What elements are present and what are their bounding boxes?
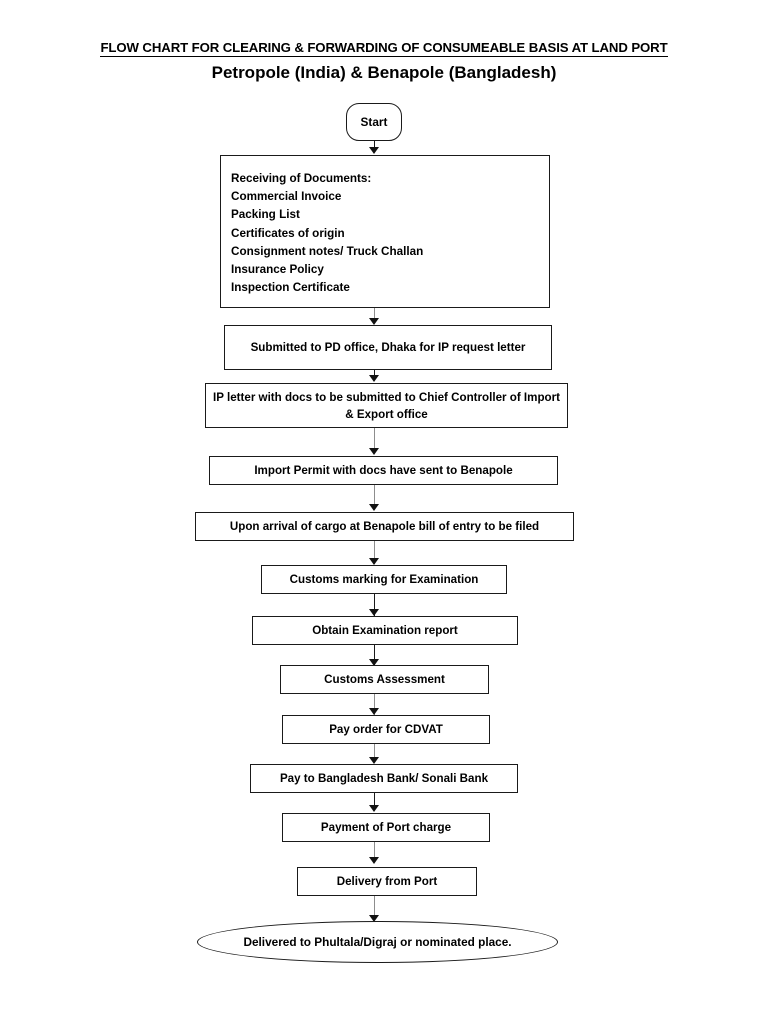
- flow-node-step-import-permit-benapole-label: Import Permit with docs have sent to Ben…: [254, 464, 513, 477]
- arrowhead-step-customs-assessment: [368, 659, 379, 666]
- flow-node-step-delivery-from-port[interactable]: Delivery from Port: [297, 867, 477, 896]
- flow-node-step-examination-report[interactable]: Obtain Examination report: [252, 616, 518, 645]
- flow-node-step-pay-bank[interactable]: Pay to Bangladesh Bank/ Sonali Bank: [250, 764, 518, 793]
- flow-node-step-customs-assessment[interactable]: Customs Assessment: [280, 665, 489, 694]
- flow-node-step-import-permit-benapole[interactable]: Import Permit with docs have sent to Ben…: [209, 456, 558, 485]
- flow-node-step-examination-report-label: Obtain Examination report: [312, 624, 458, 637]
- documents-item-3: Consignment notes/ Truck Challan: [231, 244, 424, 258]
- documents-item-2: Certificates of origin: [231, 226, 345, 240]
- arrowhead-documents-to-step-submitted-pd-office: [368, 318, 379, 325]
- flow-node-step-pay-order-cdvat[interactable]: Pay order for CDVAT: [282, 715, 490, 744]
- flow-node-start[interactable]: Start: [346, 103, 402, 141]
- documents-item-5: Inspection Certificate: [231, 281, 350, 295]
- connector-documents-to-step-submitted-pd-office: [373, 308, 375, 322]
- documents-item-1: Packing List: [231, 208, 300, 222]
- document-title-line2: Petropole (India) & Benapole (Bangladesh…: [211, 63, 557, 82]
- arrowhead-step-pay-bank: [368, 757, 379, 764]
- connector-step-delivery-from-port-to-end: [373, 896, 375, 920]
- documents-item-4: Insurance Policy: [231, 263, 324, 277]
- arrowhead-step-examination-report: [368, 609, 379, 616]
- flow-node-step-bill-of-entry[interactable]: Upon arrival of cargo at Benapole bill o…: [195, 512, 574, 541]
- connector-step-pay-order-cdvat-to-step-pay-bank: [373, 744, 375, 762]
- arrowhead-step-pay-order-cdvat: [368, 708, 379, 715]
- arrowhead-step-delivery-from-port: [368, 857, 379, 864]
- arrowhead-end: [368, 915, 379, 922]
- connector-step-ip-letter-chief-controller-to-step-import-permit-benapole: [373, 428, 375, 453]
- connector-step-submitted-pd-office-to-step-ip-letter-chief-controller: [373, 370, 375, 378]
- arrowhead-step-customs-marking: [368, 558, 379, 565]
- flow-node-step-bill-of-entry-label: Upon arrival of cargo at Benapole bill o…: [229, 520, 540, 533]
- flow-node-end-label: Delivered to Phultala/Digraj or nominate…: [243, 934, 512, 949]
- arrowhead-start-to-documents: [368, 147, 379, 154]
- flow-node-step-port-charge[interactable]: Payment of Port charge: [282, 813, 490, 842]
- flow-node-step-submitted-pd-office[interactable]: Submitted to PD office, Dhaka for IP req…: [224, 325, 552, 370]
- arrowhead-step-bill-of-entry: [368, 504, 379, 511]
- flow-node-step-ip-letter-chief-controller-label: IP letter with docs to be submitted to C…: [213, 390, 560, 421]
- connector-step-customs-assessment-to-step-pay-order-cdvat: [373, 694, 375, 715]
- arrowhead-step-port-charge: [368, 805, 379, 812]
- connector-step-customs-marking-to-step-examination-report: [373, 594, 375, 616]
- flow-node-step-ip-letter-chief-controller[interactable]: IP letter with docs to be submitted to C…: [205, 383, 568, 428]
- flow-node-step-customs-marking-label: Customs marking for Examination: [289, 573, 479, 586]
- flow-node-documents[interactable]: Receiving of Documents: Commercial Invoi…: [220, 155, 550, 308]
- connector-step-pay-bank-to-step-port-charge: [373, 793, 375, 810]
- flow-node-step-submitted-pd-office-label: Submitted to PD office, Dhaka for IP req…: [250, 341, 526, 354]
- documents-item-0: Commercial Invoice: [231, 190, 342, 204]
- arrowhead-step-ip-letter-chief-controller: [368, 375, 379, 382]
- flow-node-step-delivery-from-port-label: Delivery from Port: [336, 875, 438, 888]
- flow-node-step-port-charge-label: Payment of Port charge: [320, 821, 452, 834]
- connector-step-port-charge-to-step-delivery-from-port: [373, 842, 375, 862]
- arrowhead-step-import-permit-benapole: [368, 448, 379, 455]
- flow-node-step-customs-marking[interactable]: Customs marking for Examination: [261, 565, 507, 594]
- document-title-line1-text: FLOW CHART FOR CLEARING & FORWARDING OF …: [100, 40, 668, 57]
- documents-heading: Receiving of Documents:: [231, 172, 372, 185]
- flow-node-end[interactable]: Delivered to Phultala/Digraj or nominate…: [197, 921, 558, 963]
- connector-start-to-documents: [373, 141, 375, 151]
- flow-node-step-customs-assessment-label: Customs Assessment: [324, 673, 445, 686]
- flow-node-step-pay-order-cdvat-label: Pay order for CDVAT: [329, 723, 443, 736]
- connector-step-bill-of-entry-to-step-customs-marking: [373, 541, 375, 564]
- flow-node-start-label: Start: [360, 114, 388, 129]
- connector-step-examination-report-to-step-customs-assessment: [373, 645, 375, 665]
- connector-step-import-permit-benapole-to-step-bill-of-entry: [373, 485, 375, 509]
- document-title-line1: FLOW CHART FOR CLEARING & FORWARDING OF …: [0, 40, 768, 57]
- flow-node-step-pay-bank-label: Pay to Bangladesh Bank/ Sonali Bank: [279, 772, 489, 785]
